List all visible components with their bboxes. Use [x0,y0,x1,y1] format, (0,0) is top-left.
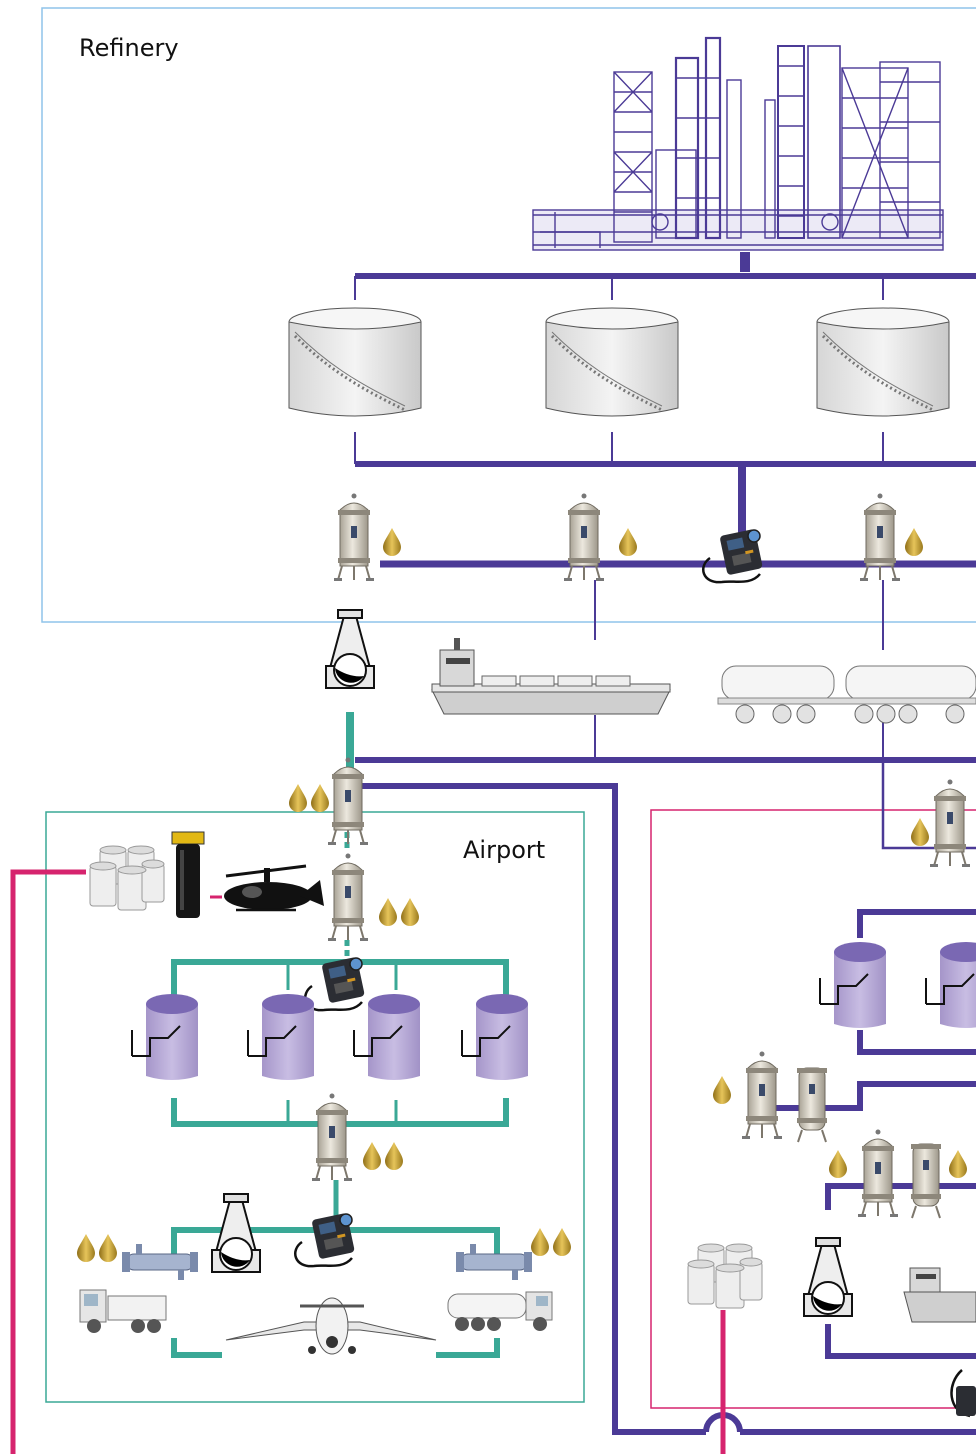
helicopter-icon [224,864,324,912]
refinery-pipe-network [354,252,976,1435]
pink-pipe-network [10,869,726,1454]
refinery-plant-icon [532,36,944,251]
distribution-region-border [650,809,976,1409]
refinery-region-border [41,7,976,623]
refinery-label: Refinery [79,34,179,62]
fuel-monitor-icon [950,1369,976,1418]
airplane-icon [225,1297,437,1355]
tanker-truck-icon [717,665,976,724]
cartridge-filter-icon [171,831,205,918]
airport-label: Airport [463,836,546,864]
ship-icon [903,1267,976,1323]
airport-region-border [45,811,585,1403]
